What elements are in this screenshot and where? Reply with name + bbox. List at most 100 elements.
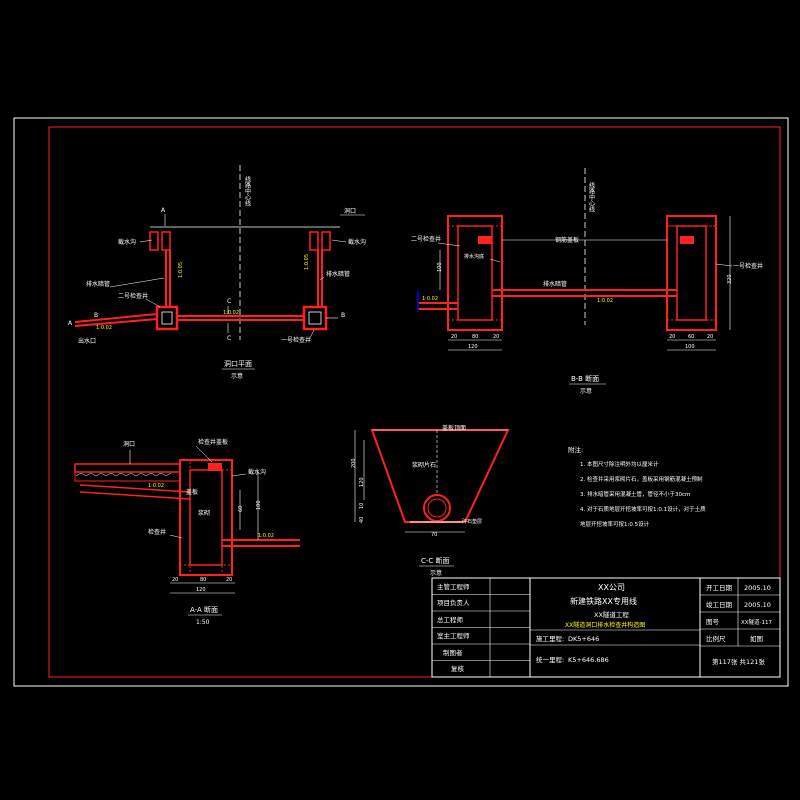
section-aa: 洞口 1:0.02 1:0.02 检查井盖板 截水沟 盖板 浆砌 检查井 100…: [74, 438, 300, 626]
aa-dim-bottom-2: 20: [226, 577, 232, 583]
aa-label-b: 盖板: [186, 488, 198, 496]
bb-subtitle: 示意: [580, 387, 592, 395]
title-block: 主管工程师 项目负责人 总工程师 室主工程师 制图者 复核 XX公司 新建铁路X…: [431, 577, 781, 678]
plan-section-c-bottom: C: [227, 335, 231, 342]
tb-right-value-0: 2005.10: [744, 584, 771, 592]
plan-section-c-top: C: [227, 298, 231, 305]
aa-dim-v1: 100: [256, 500, 262, 510]
plan-slope-left: 1:0.02: [96, 325, 112, 331]
cc-dim-h2: 120: [359, 477, 365, 487]
cc-dim-bottom: 70: [431, 532, 437, 538]
notes-item-4: 地层开挖坡率可按1:0.5设计: [580, 520, 650, 528]
bb-dim-right-total: 100: [685, 344, 695, 350]
aa-slope-a: 1:0.02: [148, 483, 164, 489]
tb-right-value-1: 2005.10: [744, 601, 771, 609]
bb-dim-side: 100: [437, 262, 443, 272]
notes-item-0: 1. 本图尺寸除注明外均以厘米计: [580, 460, 659, 468]
tb-construction-mileage-label: 施工里程:: [536, 634, 564, 643]
aa-slope-b: 1:0.02: [258, 533, 274, 539]
aa-title: A-A 断面: [190, 605, 218, 614]
bb-slope-label: 1:0.02: [597, 298, 613, 304]
cc-pipe: [423, 494, 451, 522]
bb-dim-left-total: 120: [468, 344, 478, 350]
plan-section-b-left: B: [94, 312, 98, 319]
plan-outlet-label: 出水口: [78, 337, 96, 345]
plan-title: 洞口平面: [224, 359, 252, 368]
plan-vertical-label: 线路中心线: [244, 175, 251, 206]
aa-label-a: 截水沟: [248, 468, 266, 476]
bb-dim-left-2: 20: [493, 334, 499, 340]
tb-right-label-2: 图号: [706, 618, 720, 626]
tb-unified-mileage-label: 统一里程:: [536, 655, 564, 664]
cc-fill-label: 浆砌片石: [412, 461, 436, 469]
aa-well-label: 检查井: [148, 528, 166, 536]
bb-cover-label: 钢筋盖板: [555, 236, 579, 244]
bb-dim-right-2: 20: [707, 334, 713, 340]
aa-mid-label: 浆砌: [198, 509, 210, 517]
plan-cave-label: 洞口: [344, 207, 356, 215]
tb-right-value-2: XX隧道-117: [741, 618, 773, 626]
plan-view: 线路中心线 洞口 截水沟 截水沟 A 1:0.05 1:0.05 1:0.: [68, 165, 366, 380]
section-cc: 盖板顶面 浆砌片石 碎石垫层 200 120 10 40 70 C-C 断面 示…: [351, 424, 510, 577]
plan-right-pipe-label: 排水暗管: [326, 270, 350, 278]
aa-subtitle: 1:50: [196, 619, 210, 626]
plan-well-label-left: 二号检查井: [118, 292, 148, 300]
notes: 附注: 1. 本图尺寸除注明外均以厘米计 2. 检查井采用浆砌片石，盖板采用钢筋…: [568, 445, 706, 528]
outer-frame: [13, 117, 789, 687]
tb-construction-mileage: DK5+646: [568, 635, 599, 643]
tb-right-value-3: 如图: [750, 634, 763, 643]
bb-dim-height: 320: [727, 274, 733, 284]
plan-section-a-bottom: A: [68, 320, 73, 327]
tb-row-1: 项目负责人: [437, 598, 470, 607]
bb-vertical-label: 线路中心线: [588, 181, 595, 212]
notes-heading: 附注:: [568, 445, 583, 454]
bb-left-well: 二号检查井: [411, 235, 441, 243]
plan-section-b-right: B: [341, 312, 345, 319]
tb-company: XX公司: [598, 583, 625, 592]
notes-item-2: 3. 排水暗管采用混凝土管，管径不小于30cm: [580, 490, 690, 498]
bb-dim-left-0: 20: [451, 334, 457, 340]
tb-unified-mileage: K5+646.686: [568, 656, 609, 664]
plan-slope-side-left: 1:0.05: [178, 262, 184, 278]
bb-pipe-label: 排水暗管: [543, 280, 567, 288]
plan-slope-center: 1:0.02: [223, 310, 239, 316]
bb-right-well: 一号检查井: [733, 262, 763, 270]
cc-subtitle: 示意: [430, 569, 442, 577]
cc-dim-h4: 40: [359, 517, 365, 523]
aa-dim-total: 120: [196, 587, 206, 593]
tb-project: 新建铁路XX专用线: [570, 596, 637, 606]
aa-dim-bottom-0: 20: [172, 577, 178, 583]
tb-row-3: 室主工程师: [437, 631, 470, 640]
section-bb: 线路中心线 钢筋盖板 排水暗管 1:0.02 1:0.02 二号检查井 一号检查…: [411, 168, 763, 395]
inner-frame: [48, 126, 781, 678]
tb-right-label-0: 开工日期: [706, 584, 733, 592]
cc-top-label: 盖板顶面: [442, 424, 466, 432]
tb-drawing-name: XX隧道洞口排水检查井构造图: [565, 621, 645, 629]
tb-sheet: 第117张 共121张: [712, 657, 765, 666]
bb-dim-right-0: 20: [669, 334, 675, 340]
aa-dim-v2: 60: [238, 506, 244, 512]
cc-dim-h3: 10: [359, 503, 365, 509]
aa-cave-label: 洞口: [123, 440, 135, 448]
plan-right-top-label: 截水沟: [348, 238, 366, 246]
aa-top-label: 检查井盖板: [198, 438, 228, 446]
cc-dim-h1: 200: [351, 458, 357, 468]
bb-slope-left: 1:0.02: [422, 296, 438, 302]
tb-subproject: XX隧道工程: [594, 610, 629, 619]
plan-well-label-right: 一号检查井: [281, 336, 311, 344]
plan-subtitle: 示意: [231, 372, 243, 380]
cc-title: C-C 断面: [421, 556, 450, 565]
bb-dim-right-1: 60: [688, 334, 694, 340]
plan-slope-side-right: 1:0.05: [304, 254, 310, 270]
tb-row-0: 主管工程师: [437, 582, 470, 591]
svg-text:线路中心线: 线路中心线: [244, 175, 251, 206]
plan-well-left: [155, 305, 179, 331]
notes-item-1: 2. 检查井采用浆砌片石，盖板采用钢筋混凝土预制: [580, 475, 703, 483]
bb-title: B-B 断面: [571, 374, 599, 383]
aa-dim-bottom-1: 80: [200, 577, 206, 583]
cc-bottom-label: 碎石垫层: [462, 518, 482, 525]
plan-left-pipe-label: 排水暗管: [86, 280, 110, 288]
bb-dim-left-1: 80: [472, 334, 478, 340]
tb-row-2: 总工程师: [437, 615, 464, 624]
